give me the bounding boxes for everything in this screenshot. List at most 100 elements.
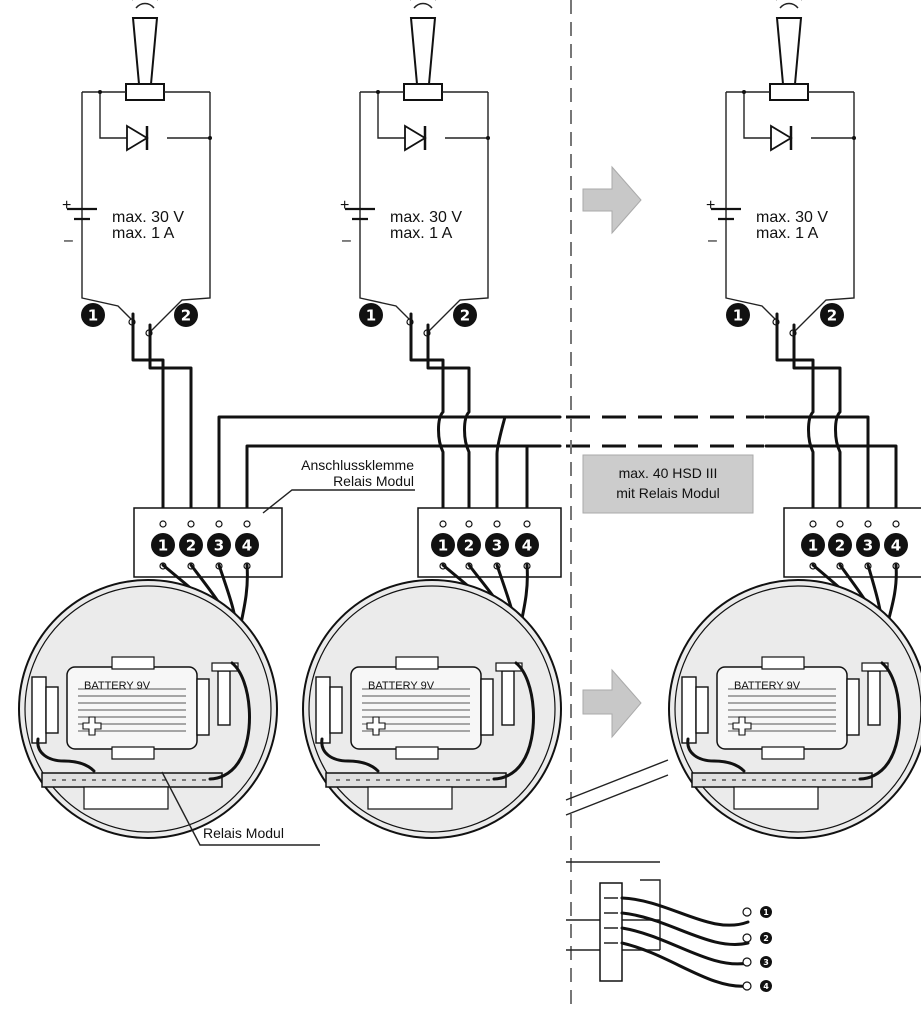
svg-text:1: 1 bbox=[733, 307, 743, 325]
plus-sign: + bbox=[340, 197, 349, 214]
terminal-screw bbox=[892, 520, 900, 528]
terminal-screw bbox=[215, 520, 223, 528]
arrow-right-icon bbox=[582, 165, 642, 235]
svg-text:2: 2 bbox=[827, 307, 837, 325]
svg-text:1: 1 bbox=[763, 908, 769, 917]
terminal-number-1: 1 bbox=[151, 533, 175, 557]
circuit-group-2 bbox=[343, 0, 529, 520]
circuit-group-1 bbox=[65, 0, 562, 520]
smoke-detector-1 bbox=[17, 578, 279, 840]
spec-label-1: + – max. 30 V max. 1 A bbox=[62, 197, 184, 249]
terminal-number-3: 3 bbox=[485, 533, 509, 557]
detail-number-1: 1 bbox=[760, 906, 772, 918]
terminal-screw bbox=[493, 520, 501, 528]
terminal-label-line2: Relais Modul bbox=[333, 473, 414, 489]
svg-text:1: 1 bbox=[366, 307, 376, 325]
wiring-6 bbox=[764, 415, 898, 520]
svg-text:1: 1 bbox=[88, 307, 98, 325]
svg-text:2: 2 bbox=[464, 537, 474, 555]
terminal-ring bbox=[742, 907, 752, 917]
spec-label-2: + – max. 30 V max. 1 A bbox=[340, 197, 462, 249]
battery-label: BATTERY 9V bbox=[368, 680, 435, 692]
wiring-1 bbox=[131, 312, 193, 520]
terminal-screw bbox=[187, 520, 195, 528]
max-devices-line1: max. 40 HSD III bbox=[619, 465, 718, 481]
detail-module-drawing: 1 2 3 4 bbox=[565, 759, 772, 992]
svg-text:4: 4 bbox=[522, 537, 532, 555]
terminal-number-3: 3 bbox=[856, 533, 880, 557]
smoke-detector-3 bbox=[667, 578, 921, 840]
voltage-label: max. 30 V bbox=[390, 209, 462, 226]
contact-number-1: 1 bbox=[359, 303, 383, 327]
svg-text:1: 1 bbox=[808, 537, 818, 555]
svg-text:3: 3 bbox=[214, 537, 224, 555]
terminal-screw bbox=[243, 520, 251, 528]
svg-text:3: 3 bbox=[863, 537, 873, 555]
terminal-screw bbox=[836, 520, 844, 528]
terminal-screw bbox=[439, 520, 447, 528]
contact-number-2: 2 bbox=[453, 303, 477, 327]
terminal-ring bbox=[742, 981, 752, 991]
minus-sign: – bbox=[708, 232, 717, 249]
contact-number-2: 2 bbox=[820, 303, 844, 327]
minus-sign: – bbox=[342, 232, 351, 249]
svg-text:4: 4 bbox=[891, 537, 901, 555]
detail-number-4: 4 bbox=[760, 980, 772, 992]
callout-leader-relay bbox=[161, 771, 320, 846]
terminal-screw bbox=[523, 520, 531, 528]
svg-text:1: 1 bbox=[158, 537, 168, 555]
terminal-number-4: 4 bbox=[515, 533, 539, 557]
current-label: max. 1 A bbox=[390, 225, 453, 242]
detail-number-3: 3 bbox=[760, 956, 772, 968]
terminal-screw bbox=[809, 520, 817, 528]
minus-sign: – bbox=[64, 232, 73, 249]
terminal-number-4: 4 bbox=[235, 533, 259, 557]
svg-text:2: 2 bbox=[186, 537, 196, 555]
current-label: max. 1 A bbox=[112, 225, 175, 242]
contact-number-1: 1 bbox=[726, 303, 750, 327]
terminal-number-1: 1 bbox=[431, 533, 455, 557]
terminal-number-2: 2 bbox=[179, 533, 203, 557]
max-devices-line2: mit Relais Modul bbox=[616, 485, 719, 501]
circuit-group-3 bbox=[709, 0, 898, 520]
voltage-label: max. 30 V bbox=[756, 209, 828, 226]
current-label: max. 1 A bbox=[756, 225, 819, 242]
terminal-number-1: 1 bbox=[801, 533, 825, 557]
terminal-screw bbox=[864, 520, 872, 528]
relay-module-label: Relais Modul bbox=[203, 825, 284, 841]
plus-sign: + bbox=[706, 197, 715, 214]
smoke-detector-2 bbox=[301, 578, 563, 840]
svg-text:2: 2 bbox=[835, 537, 845, 555]
wiring-2 bbox=[217, 415, 562, 520]
terminal-screw bbox=[159, 520, 167, 528]
specification-box bbox=[582, 454, 754, 514]
plus-sign: + bbox=[62, 197, 71, 214]
wiring-5 bbox=[775, 312, 842, 520]
svg-text:2: 2 bbox=[181, 307, 191, 325]
arrow-right-icon bbox=[582, 668, 642, 739]
terminal-screw bbox=[465, 520, 473, 528]
terminal-number-2: 2 bbox=[457, 533, 481, 557]
terminal-ring bbox=[742, 957, 752, 967]
svg-text:3: 3 bbox=[492, 537, 502, 555]
terminal-number-2: 2 bbox=[828, 533, 852, 557]
callout-leader-terminal bbox=[262, 489, 415, 514]
terminal-ring bbox=[742, 933, 752, 943]
detail-number-2: 2 bbox=[760, 932, 772, 944]
battery-label: BATTERY 9V bbox=[84, 680, 151, 692]
terminal-label-line1: Anschlussklemme bbox=[301, 457, 414, 473]
svg-text:1: 1 bbox=[438, 537, 448, 555]
contact-number-2: 2 bbox=[174, 303, 198, 327]
svg-text:3: 3 bbox=[763, 958, 769, 967]
wiring-4 bbox=[495, 415, 529, 520]
svg-text:2: 2 bbox=[460, 307, 470, 325]
svg-text:4: 4 bbox=[763, 982, 769, 991]
svg-text:4: 4 bbox=[242, 537, 252, 555]
terminal-number-3: 3 bbox=[207, 533, 231, 557]
terminal-number-4: 4 bbox=[884, 533, 908, 557]
voltage-label: max. 30 V bbox=[112, 209, 184, 226]
